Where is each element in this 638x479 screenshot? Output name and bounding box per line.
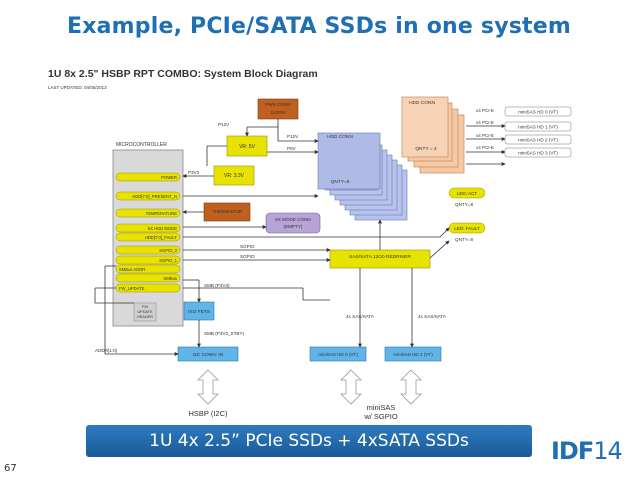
mc-signal: SGPIO_0 — [159, 248, 178, 253]
minisas-right: miniSAS HD 1 (VT) — [518, 125, 558, 130]
fw-header-line: UPDATE — [137, 310, 153, 314]
rail-label: P3V3 — [188, 170, 200, 175]
pwr-conn-pins: 2x2PIN — [270, 110, 285, 115]
rail-label: P12V — [287, 134, 299, 139]
led-fault-label: LED: FAULT — [454, 226, 480, 231]
hdd-conn-mid-qnty: QNTY=8 — [331, 179, 350, 185]
fw-header-line: FW — [142, 305, 148, 309]
minisas-0-label: miniSAS HD 0 (VT) — [318, 352, 358, 357]
vr33-label: VR: 3.3V — [224, 173, 245, 179]
minisas-right: miniSAS HD 3 (VT) — [518, 151, 558, 156]
minisas-right: miniSAS HD 0 (VT) — [518, 110, 558, 115]
rail-label: P12V — [218, 122, 230, 127]
hdd-conn-mid-label: HDD CONN — [327, 134, 353, 140]
wire-label: 4x SAS/SATA — [346, 314, 375, 319]
bottom-label-minisas: miniSAS — [367, 403, 396, 412]
hdd-conn-stack — [317, 132, 408, 221]
logo-number: 14 — [593, 437, 623, 465]
redriver-label: SAS/SATA 12Gb REDRIVER — [349, 254, 411, 260]
mc-signal: HDD[7:0]_FAULT — [145, 235, 178, 240]
led-act-label: LED: ACT — [457, 191, 478, 196]
pcie-lane-label: x4 PCI-E — [476, 133, 494, 138]
wire-label: SGPIO — [240, 244, 255, 249]
diagram-updated: LAST UPDATED: 04/05/2013 — [48, 85, 107, 90]
minisas-right-list: miniSAS HD 0 (VT) miniSAS HD 1 (VT) mini… — [504, 106, 572, 158]
bottom-connector-arrows — [197, 369, 422, 405]
bottom-label-hsbp: HSBP (I2C) — [188, 409, 228, 418]
logo-text: IDF — [551, 437, 594, 465]
wire-label: SMB (P3V3) — [204, 283, 230, 288]
fw-header-block — [133, 302, 157, 322]
wire-label: SMB (P3V3_STBY) — [204, 331, 245, 336]
minisas-right: miniSAS HD 2 (VT) — [518, 138, 558, 143]
mc-signal: FW_UPDATE — [119, 286, 145, 291]
rail-label: P5V — [287, 146, 297, 151]
iso-fets-label: ISO FETS — [188, 309, 210, 315]
vr5-label: VR: 5V — [239, 144, 256, 150]
mode-conn-state: (EMPTY) — [284, 224, 303, 229]
mc-signal: SGPIO_1 — [159, 258, 178, 263]
diagram-title: 1U 8x 2.5" HSBP RPT COMBO: System Block … — [48, 68, 318, 80]
mc-signal: POWER — [161, 175, 177, 180]
mc-signal: HDD[7:0]_PRESENT_N — [132, 194, 177, 199]
mc-signal: TEMPERATURE — [146, 211, 178, 216]
microcontroller-label: MICROCONTROLLER — [116, 142, 167, 148]
hdd-conn-right-qnty: QNTY = 4 — [415, 146, 437, 152]
led-act-block — [448, 187, 486, 199]
pcie-lanes — [466, 124, 506, 166]
hdd-conn-right-stack — [401, 96, 465, 174]
wire-label: 4x SAS/SATA — [418, 314, 447, 319]
vr33-block — [213, 165, 255, 186]
bottom-label-sgpio: w/ SGPIO — [363, 412, 398, 421]
mode-conn-block — [265, 212, 321, 234]
led-act-qnty: QNTY=8 — [455, 202, 473, 207]
wire-label: SGPIO — [240, 254, 255, 259]
minisas-0-block — [309, 346, 367, 362]
i2c-conn-label: I2C CONN: IN — [193, 352, 224, 358]
caption-bar: 1U 4x 2.5” PCIe SSDs + 4xSATA SSDs — [86, 425, 532, 457]
pwr-conn-label: PWR CONN — [265, 102, 291, 107]
page-number: 67 — [4, 463, 17, 474]
minisas-1-label: miniSAS HD 1 (VT) — [393, 352, 433, 357]
hdd-conn-right-label: HDD CONN — [409, 100, 435, 106]
pcie-lane-label: x4 PCI-E — [476, 145, 494, 150]
mode-conn-label: 6X MODE CONN — [275, 217, 310, 222]
thermistor-label: THERMISTOR — [212, 209, 243, 214]
pcie-lane-label: x4 PCI-E — [476, 120, 494, 125]
idf14-logo: IDF14 — [551, 437, 623, 465]
wire-label: ADDR[1:0] — [95, 348, 117, 353]
mc-signal: SMBus — [164, 276, 178, 281]
pcie-lane-label: x4 PCI-E — [476, 108, 494, 113]
mc-signal-list: POWER HDD[7:0]_PRESENT_N TEMPERATURE 6X … — [115, 172, 181, 293]
fw-header-line: HEADER — [137, 315, 153, 319]
mc-signal: SMBus ADDR — [119, 267, 145, 272]
led-fault-qnty: QNTY=8 — [455, 237, 473, 242]
wires — [94, 119, 450, 356]
slide-title: Example, PCIe/SATA SSDs in one system — [66, 14, 571, 39]
mc-signal: 6X HDD MODE — [148, 226, 177, 231]
